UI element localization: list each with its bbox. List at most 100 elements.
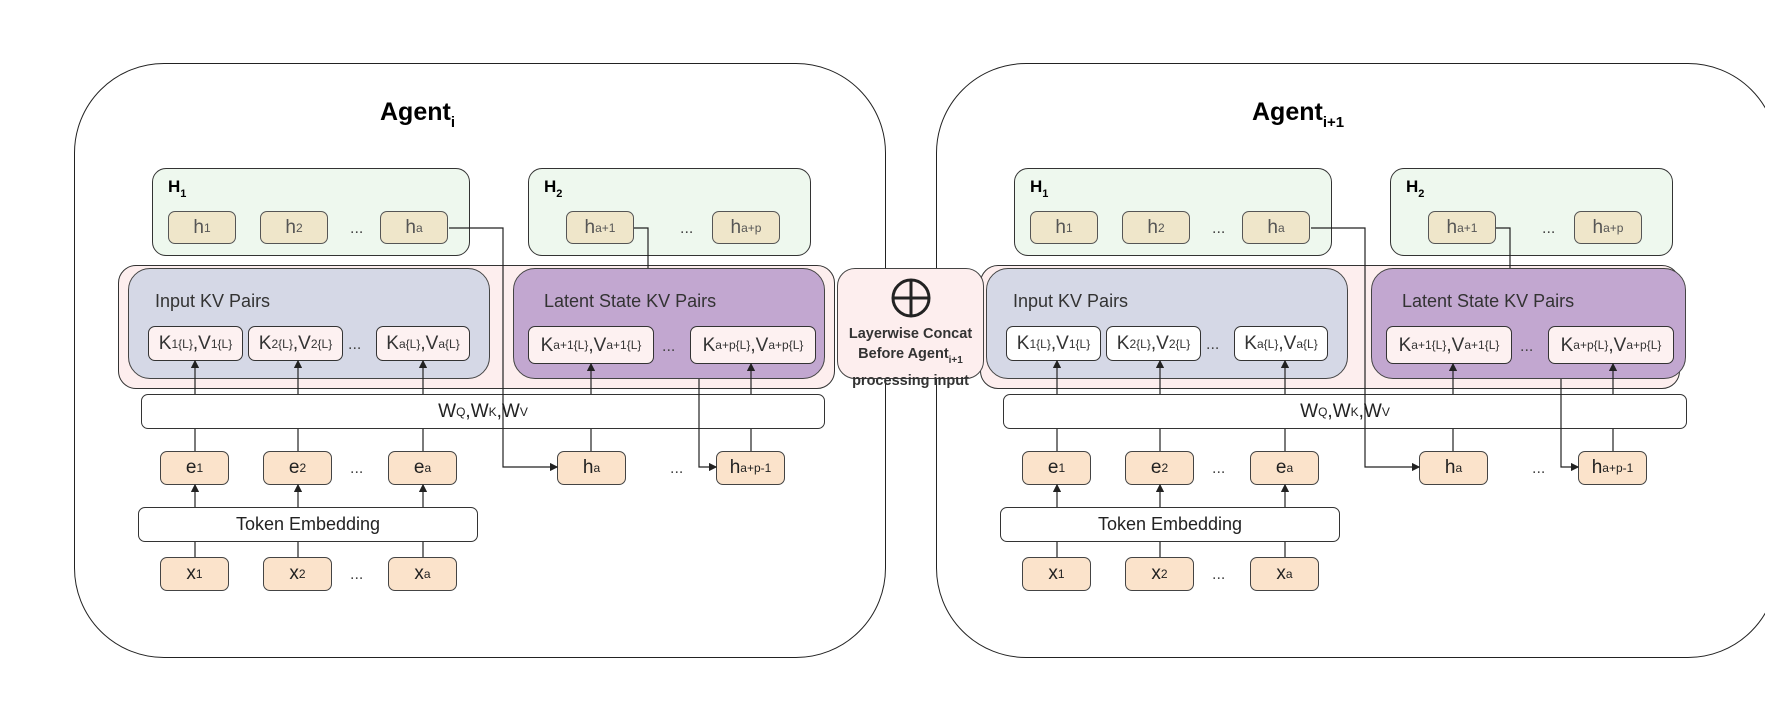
embedding-sub: a — [1286, 461, 1294, 475]
kv-val: V — [1451, 334, 1465, 356]
kv-val-sup: {L} — [317, 336, 333, 351]
kv-key: K — [258, 333, 272, 354]
latent-input-base: h — [729, 457, 741, 478]
kv-key: K — [1398, 334, 1412, 356]
kv-sep: , — [750, 334, 756, 356]
kv-key-sup: {L} — [735, 338, 751, 352]
latent-input-sub: a — [1455, 461, 1463, 475]
token-embedding-bar: Token Embedding — [1000, 507, 1340, 542]
kv-key-sup: {L} — [1593, 338, 1609, 352]
kv-val-sub: 2 — [1168, 336, 1176, 351]
embedding-base: e — [288, 457, 300, 478]
kv-key-sub: a — [398, 336, 406, 351]
kv-val-sub: a+p — [1626, 338, 1647, 352]
h-ellipsis: ... — [350, 220, 364, 237]
latent-input-base: h — [1591, 457, 1603, 478]
h-group-label: H1 — [168, 177, 186, 200]
latent-input-ellipsis: ... — [1532, 460, 1546, 477]
input-kv-ellipsis: ... — [348, 336, 362, 353]
hidden-state-sub: a+p — [741, 220, 762, 235]
token-base: x — [186, 563, 196, 584]
input-kv-label: Input KV Pairs — [1013, 291, 1129, 311]
kv-sep: , — [1050, 333, 1057, 354]
latent-input-sub: a — [593, 461, 601, 475]
latent-kv-ellipsis: ... — [1520, 338, 1534, 355]
hidden-state-base: h — [584, 216, 596, 238]
kv-sep: , — [292, 333, 299, 354]
weight-base: W — [470, 400, 489, 422]
kv-val-sup: {L} — [788, 338, 804, 352]
kv-val: V — [425, 333, 439, 354]
weight-sub: V — [519, 404, 528, 419]
embedding-ellipsis: ... — [350, 460, 364, 477]
kv-val-sup: {L} — [1484, 338, 1500, 352]
token-base: x — [1276, 563, 1286, 584]
h-group-label-base: H — [1406, 177, 1419, 196]
circle-plus-icon — [891, 278, 930, 318]
agent-title-sub: i — [450, 114, 455, 131]
hidden-state-base: h — [285, 216, 296, 238]
h-group-label-sub: 2 — [556, 188, 563, 200]
kv-val: V — [1283, 333, 1297, 354]
token-base: x — [414, 563, 424, 584]
hidden-state-sub: 1 — [203, 220, 211, 235]
h-group-label-base: H — [1030, 177, 1043, 196]
kv-val: V — [1156, 333, 1169, 354]
kv-val-sup: {L} — [626, 338, 642, 352]
kv-val-sup: {L} — [1303, 336, 1318, 351]
kv-val-sub: a — [1296, 336, 1304, 351]
kv-key-sup: {L} — [1036, 336, 1051, 351]
kv-key: K — [158, 333, 172, 354]
weight-base: W — [1363, 400, 1382, 422]
weight-sub: Q — [456, 404, 466, 419]
hidden-state-sub: a+1 — [1457, 220, 1478, 235]
hidden-state-sub: a — [415, 220, 423, 235]
kv-val: V — [593, 334, 607, 356]
kv-key-sup: {L} — [573, 338, 589, 352]
embedding-base: e — [185, 457, 197, 478]
token-sub: 2 — [1160, 567, 1168, 581]
h-group-label-sub: 1 — [180, 188, 187, 200]
hidden-state-base: h — [730, 216, 742, 238]
kv-key-sup: {L} — [1263, 336, 1279, 351]
embedding-base: e — [413, 457, 425, 478]
latent-input-sub: a+p-1 — [740, 461, 772, 475]
kv-val-sup: {L} — [217, 336, 233, 351]
kv-val: V — [298, 333, 311, 354]
kv-key: K — [702, 334, 716, 356]
concat-line-3: processing input — [852, 373, 969, 389]
kv-val: V — [1056, 333, 1069, 354]
weight-base: W — [1300, 400, 1319, 422]
kv-sep: , — [1608, 334, 1614, 356]
latent-kv-label: Latent State KV Pairs — [544, 291, 717, 311]
kv-key: K — [540, 334, 554, 356]
embedding-ellipsis: ... — [1212, 460, 1226, 477]
kv-key-sub: a+p — [715, 338, 736, 352]
kv-val-sub: a+p — [768, 338, 789, 352]
latent-input-ellipsis: ... — [670, 460, 684, 477]
kv-val-sub: 2 — [310, 336, 318, 351]
weight-base: W — [501, 400, 520, 422]
agent-i-title: Agenti — [380, 98, 580, 132]
agent-i1-title: Agenti+1 — [1252, 98, 1452, 132]
token-ellipsis: ... — [1212, 566, 1226, 583]
